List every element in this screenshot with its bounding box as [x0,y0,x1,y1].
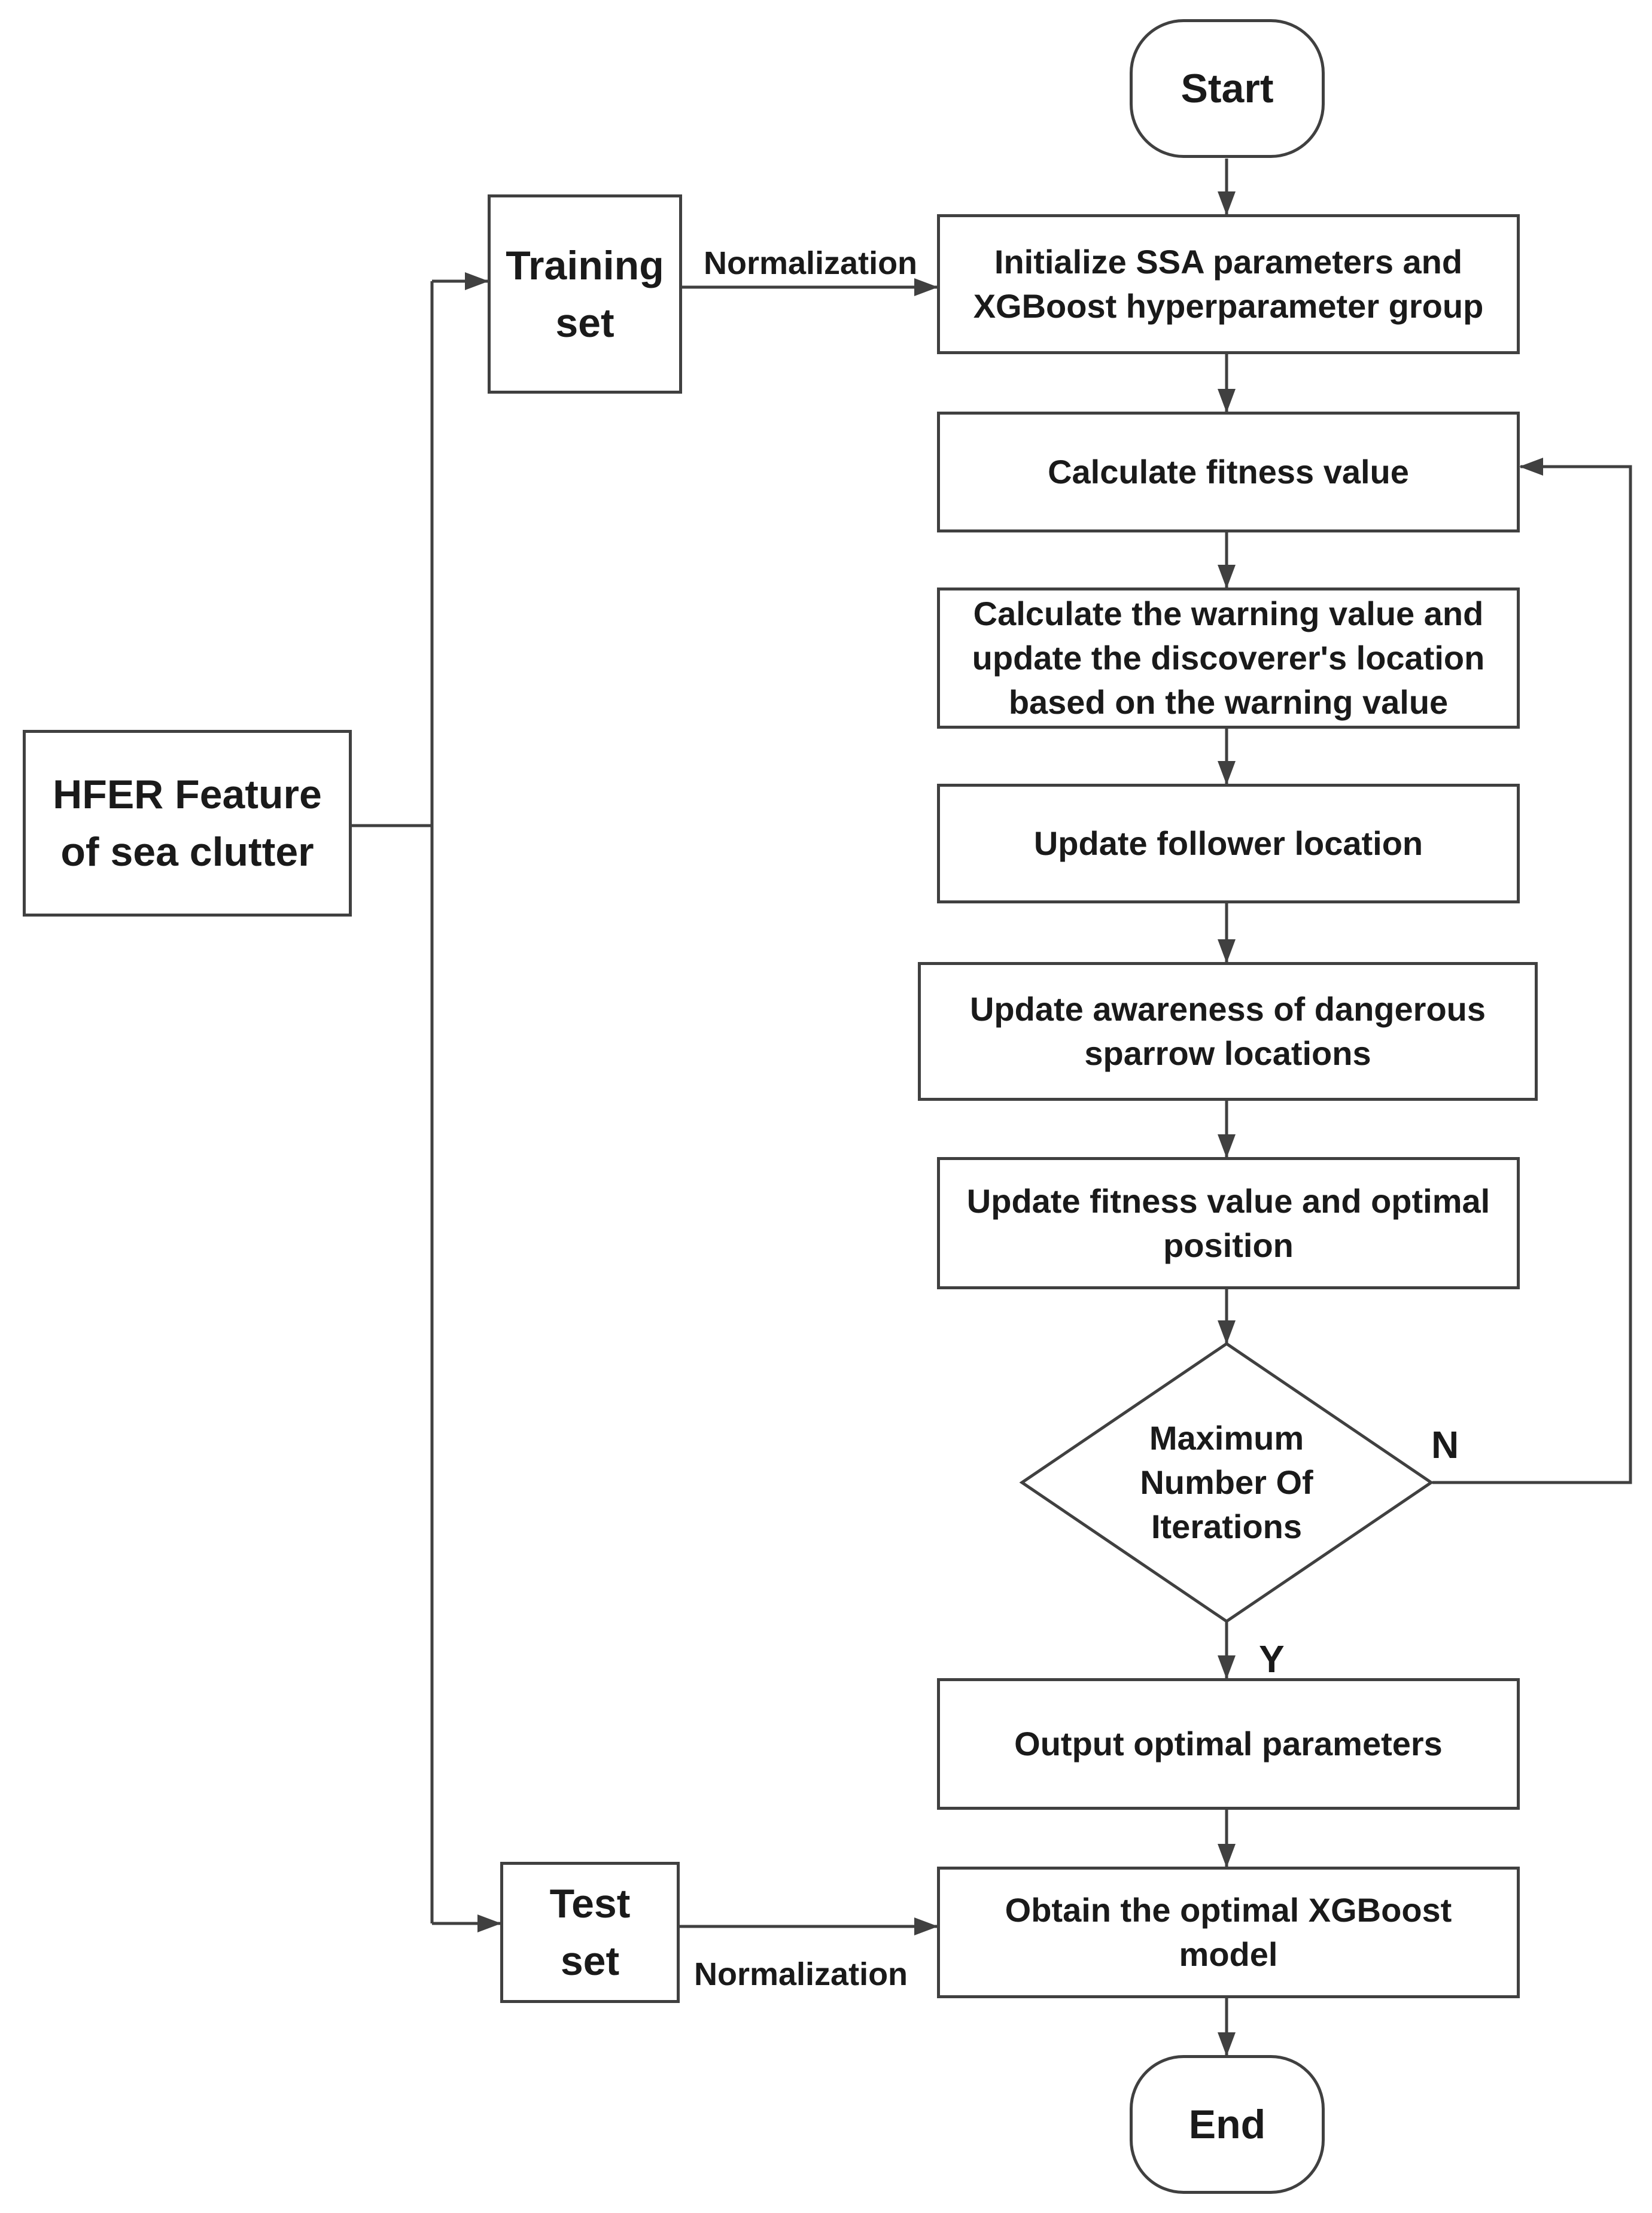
awareness-label: Update awareness of dangerous sparrow lo… [969,990,1486,1072]
obtain-model-box: Obtain the optimal XGBoost model [937,1867,1520,1998]
update-fitness-box: Update fitness value and optimal positio… [937,1157,1520,1289]
loop-back-no [1432,458,1632,1484]
output-parameters-box: Output optimal parameters [937,1678,1520,1810]
awareness-box: Update awareness of dangerous sparrow lo… [918,962,1538,1101]
init-label: Initialize SSA parameters and XGBoost hy… [973,243,1484,325]
yes-label: Y [1259,1637,1285,1681]
training-set-label: Training set [506,242,664,346]
warning-value-box: Calculate the warning value and update t… [937,588,1520,729]
follower-location-box: Update follower location [937,784,1520,903]
decision-diamond [1019,1341,1434,1624]
normalization-label-bottom: Normalization [694,1956,908,1992]
calculate-fitness-label: Calculate fitness value [1048,453,1409,491]
init-parameters-box: Initialize SSA parameters and XGBoost hy… [937,214,1520,354]
calculate-fitness-box: Calculate fitness value [937,412,1520,532]
normalization-label-top: Normalization [704,245,918,281]
obtain-label: Obtain the optimal XGBoost model [1005,1891,1452,1973]
end-label: End [1188,2102,1266,2147]
no-label: N [1431,1423,1459,1466]
warning-label: Calculate the warning value and update t… [972,595,1485,721]
decision-label: Maximum Number Of Iterations [1140,1419,1313,1545]
start-terminal: Start [1130,19,1325,158]
update-fitness-label: Update fitness value and optimal positio… [966,1182,1490,1264]
test-set-label: Test set [549,1881,631,1984]
hfer-label: HFER Feature of sea clutter [53,772,322,875]
hfer-feature-box: HFER Feature of sea clutter [23,730,352,917]
training-set-box: Training set [488,194,682,394]
follower-label: Update follower location [1033,824,1423,862]
end-terminal: End [1130,2055,1325,2194]
output-label: Output optimal parameters [1014,1725,1443,1763]
start-label: Start [1181,66,1274,111]
test-set-box: Test set [500,1862,680,2003]
